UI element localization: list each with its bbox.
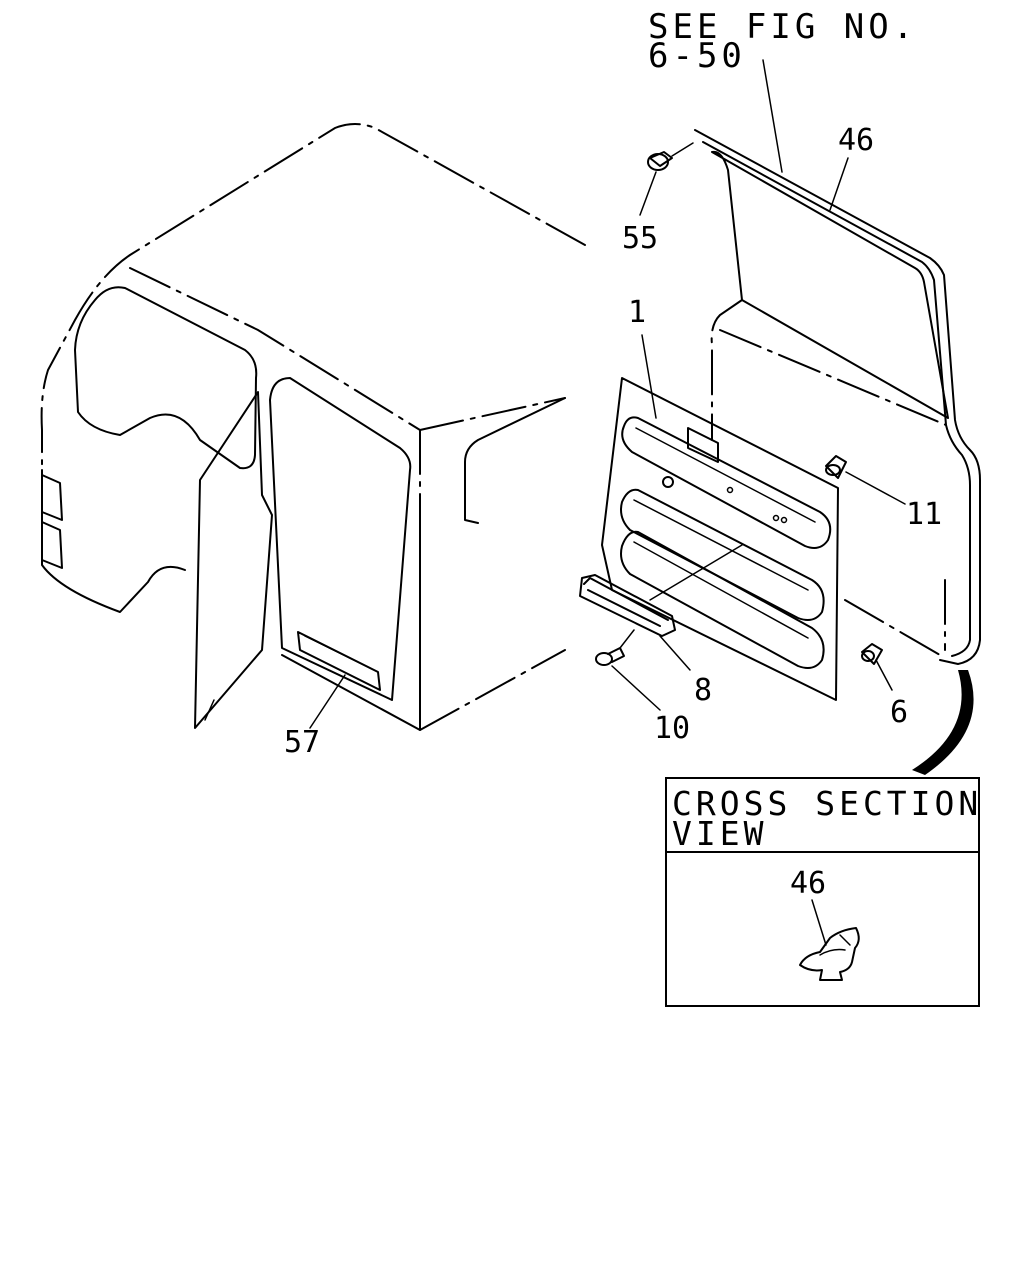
step-leader [309, 674, 346, 729]
door-edge-detail [204, 699, 215, 721]
inset-title-line-2: VIEW [672, 814, 767, 853]
callout-11: 11 [906, 497, 942, 532]
handle-part-8 [579, 544, 743, 671]
door-opening [269, 377, 412, 701]
weatherstrip-section-detail [819, 934, 851, 956]
inset-leader [811, 899, 827, 946]
trim-slot-3 [620, 530, 825, 669]
door-inner-edge [710, 299, 743, 441]
front-door-panel [194, 391, 273, 729]
trim-panel-leader [641, 334, 657, 419]
rear-door-assembly [694, 129, 981, 775]
weatherstrip-outer [694, 129, 981, 665]
handle-leader [659, 635, 691, 671]
trim-slot-1 [621, 416, 832, 549]
trim-slot-2 [620, 488, 825, 621]
trim-hole-2 [726, 486, 734, 494]
cross-section-inset: CROSS SECTION VIEW 46 [665, 777, 982, 1007]
clip-11-leader [845, 471, 906, 505]
door-belt-line [719, 329, 947, 426]
weatherstrip-cross-section [799, 927, 860, 981]
front-face [41, 469, 186, 613]
reference-leader [762, 59, 783, 173]
rear-window-opening [711, 150, 949, 419]
cross-section-pointer [912, 670, 974, 775]
trim-panel [601, 377, 839, 701]
screw-part-10 [595, 629, 661, 711]
roof-ridge-line [129, 267, 421, 431]
callout-1: 1 [628, 295, 646, 330]
clip-6-leader [875, 659, 893, 691]
inset-title-line-1: CROSS SECTION [672, 784, 982, 823]
weatherstrip-inner [702, 141, 971, 657]
clip-55-leader [671, 142, 694, 157]
callout-10: 10 [654, 711, 690, 746]
callout-55: 55 [622, 221, 658, 256]
trim-hole-3 [772, 514, 780, 522]
inset-frame [665, 777, 980, 1007]
roof-outline [40, 123, 586, 471]
callout-6: 6 [890, 695, 908, 730]
handle-mount-line [649, 544, 743, 601]
callout-57: 57 [284, 725, 320, 760]
weatherstrip-leader [829, 157, 849, 211]
front-lamp-lower [41, 521, 63, 569]
step-detail [304, 635, 371, 669]
trim-hole-4 [780, 516, 788, 524]
inset-callout-46: 46 [790, 866, 826, 901]
windshield-opening [74, 286, 258, 470]
trim-slot-inner-lines [633, 427, 816, 639]
front-lamp-upper [41, 474, 63, 521]
trim-hole-1 [662, 476, 674, 488]
reference-line-1: SEE FIG NO. [648, 7, 917, 47]
callout-46: 46 [838, 123, 874, 158]
handle-body [579, 574, 676, 637]
lower-body-edge [281, 519, 421, 731]
clip-part-55 [639, 142, 694, 216]
clip-part-11 [825, 455, 906, 505]
screw-10-leader [611, 665, 661, 711]
clip-part-6 [861, 643, 893, 691]
door-lower-line [844, 599, 941, 656]
cab-body-outline [40, 123, 586, 731]
side-window [464, 397, 566, 524]
lower-body-line [419, 649, 566, 731]
handle-detail [583, 577, 669, 627]
reference-line-2: 6-50 [648, 36, 746, 76]
trim-panel-outline [601, 377, 839, 701]
callout-8: 8 [694, 673, 712, 708]
trim-label-plate [687, 427, 719, 463]
rear-edge-line [419, 397, 566, 431]
